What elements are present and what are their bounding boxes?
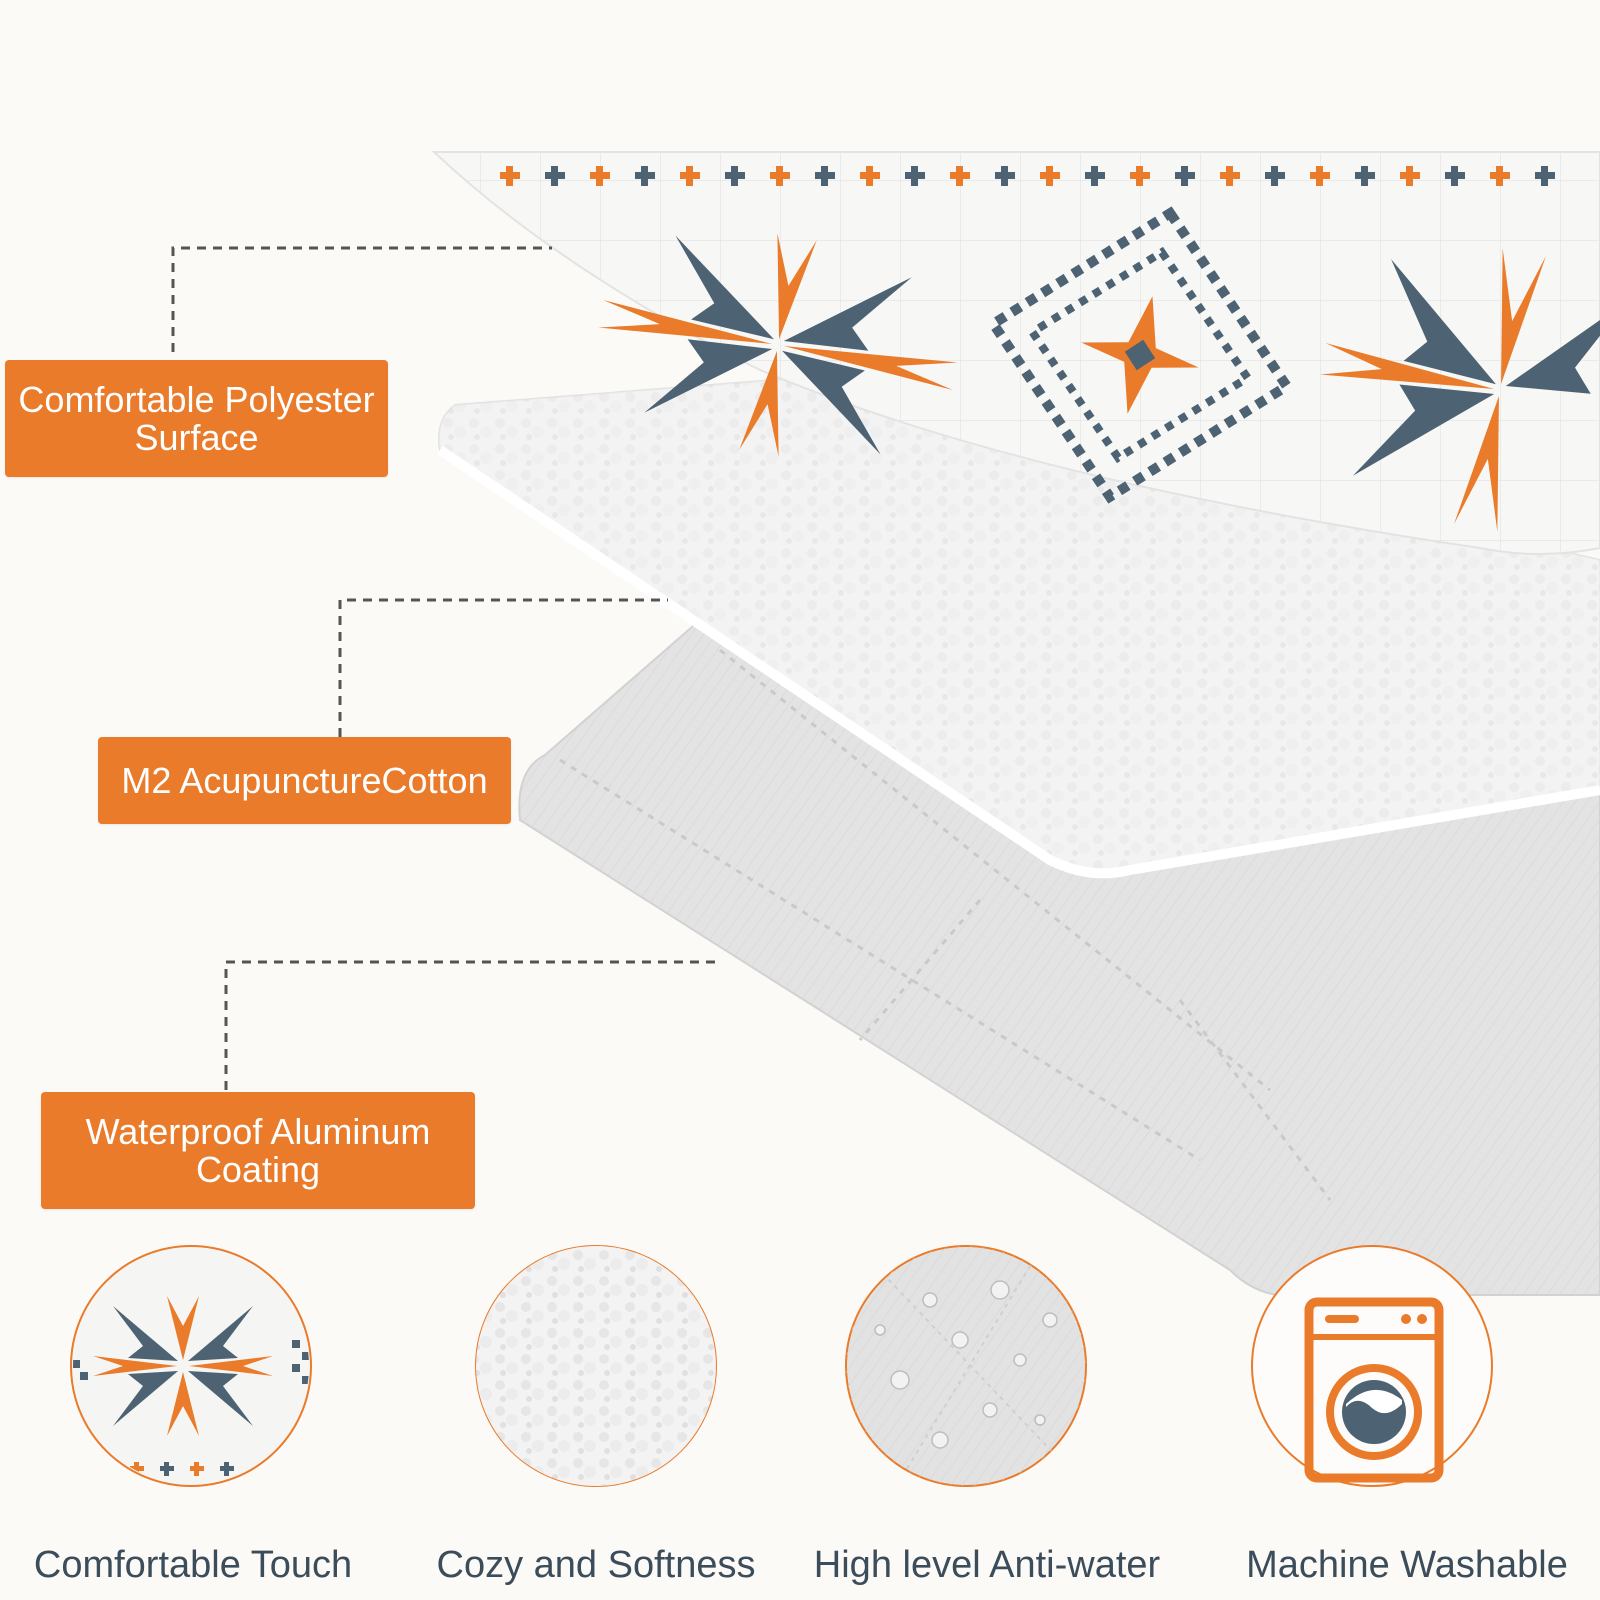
leader-line-cotton [338, 598, 668, 737]
polyester-label-line2: Surface [134, 416, 259, 458]
feature-circle-washable [1251, 1245, 1493, 1487]
water-droplets-icon [846, 1246, 1086, 1486]
feature-circle-anti-water [845, 1245, 1087, 1487]
leader-lines [171, 246, 716, 1090]
caption-cozy-softness: Cozy and Softness [436, 1544, 756, 1586]
feature-circle-touch [70, 1245, 312, 1487]
aztec-star-icon [73, 1296, 309, 1476]
cotton-texture-icon [476, 1246, 716, 1486]
feature-circle-softness [475, 1245, 717, 1487]
caption-comfortable-touch: Comfortable Touch [33, 1544, 353, 1586]
leader-line-aluminum [224, 960, 716, 1090]
caption-machine-washable: Machine Washable [1246, 1544, 1568, 1586]
aluminum-label-line2: Coating [195, 1148, 321, 1190]
washing-machine-icon [1304, 1297, 1444, 1483]
acupuncture-cotton-label: M2 AcupunctureCotton [98, 737, 511, 824]
leader-line-polyester [171, 246, 552, 352]
aluminum-label-line1: Waterproof Aluminum [85, 1110, 431, 1152]
caption-anti-water: High level Anti-water [813, 1544, 1161, 1586]
cotton-label-line1: M2 AcupunctureCotton [121, 759, 488, 801]
polyester-surface-label: Comfortable Polyester Surface [5, 360, 388, 477]
polyester-surface-layer [431, 151, 1600, 555]
polyester-label-line1: Comfortable Polyester [18, 378, 375, 420]
aluminum-coating-label: Waterproof Aluminum Coating [41, 1092, 475, 1209]
